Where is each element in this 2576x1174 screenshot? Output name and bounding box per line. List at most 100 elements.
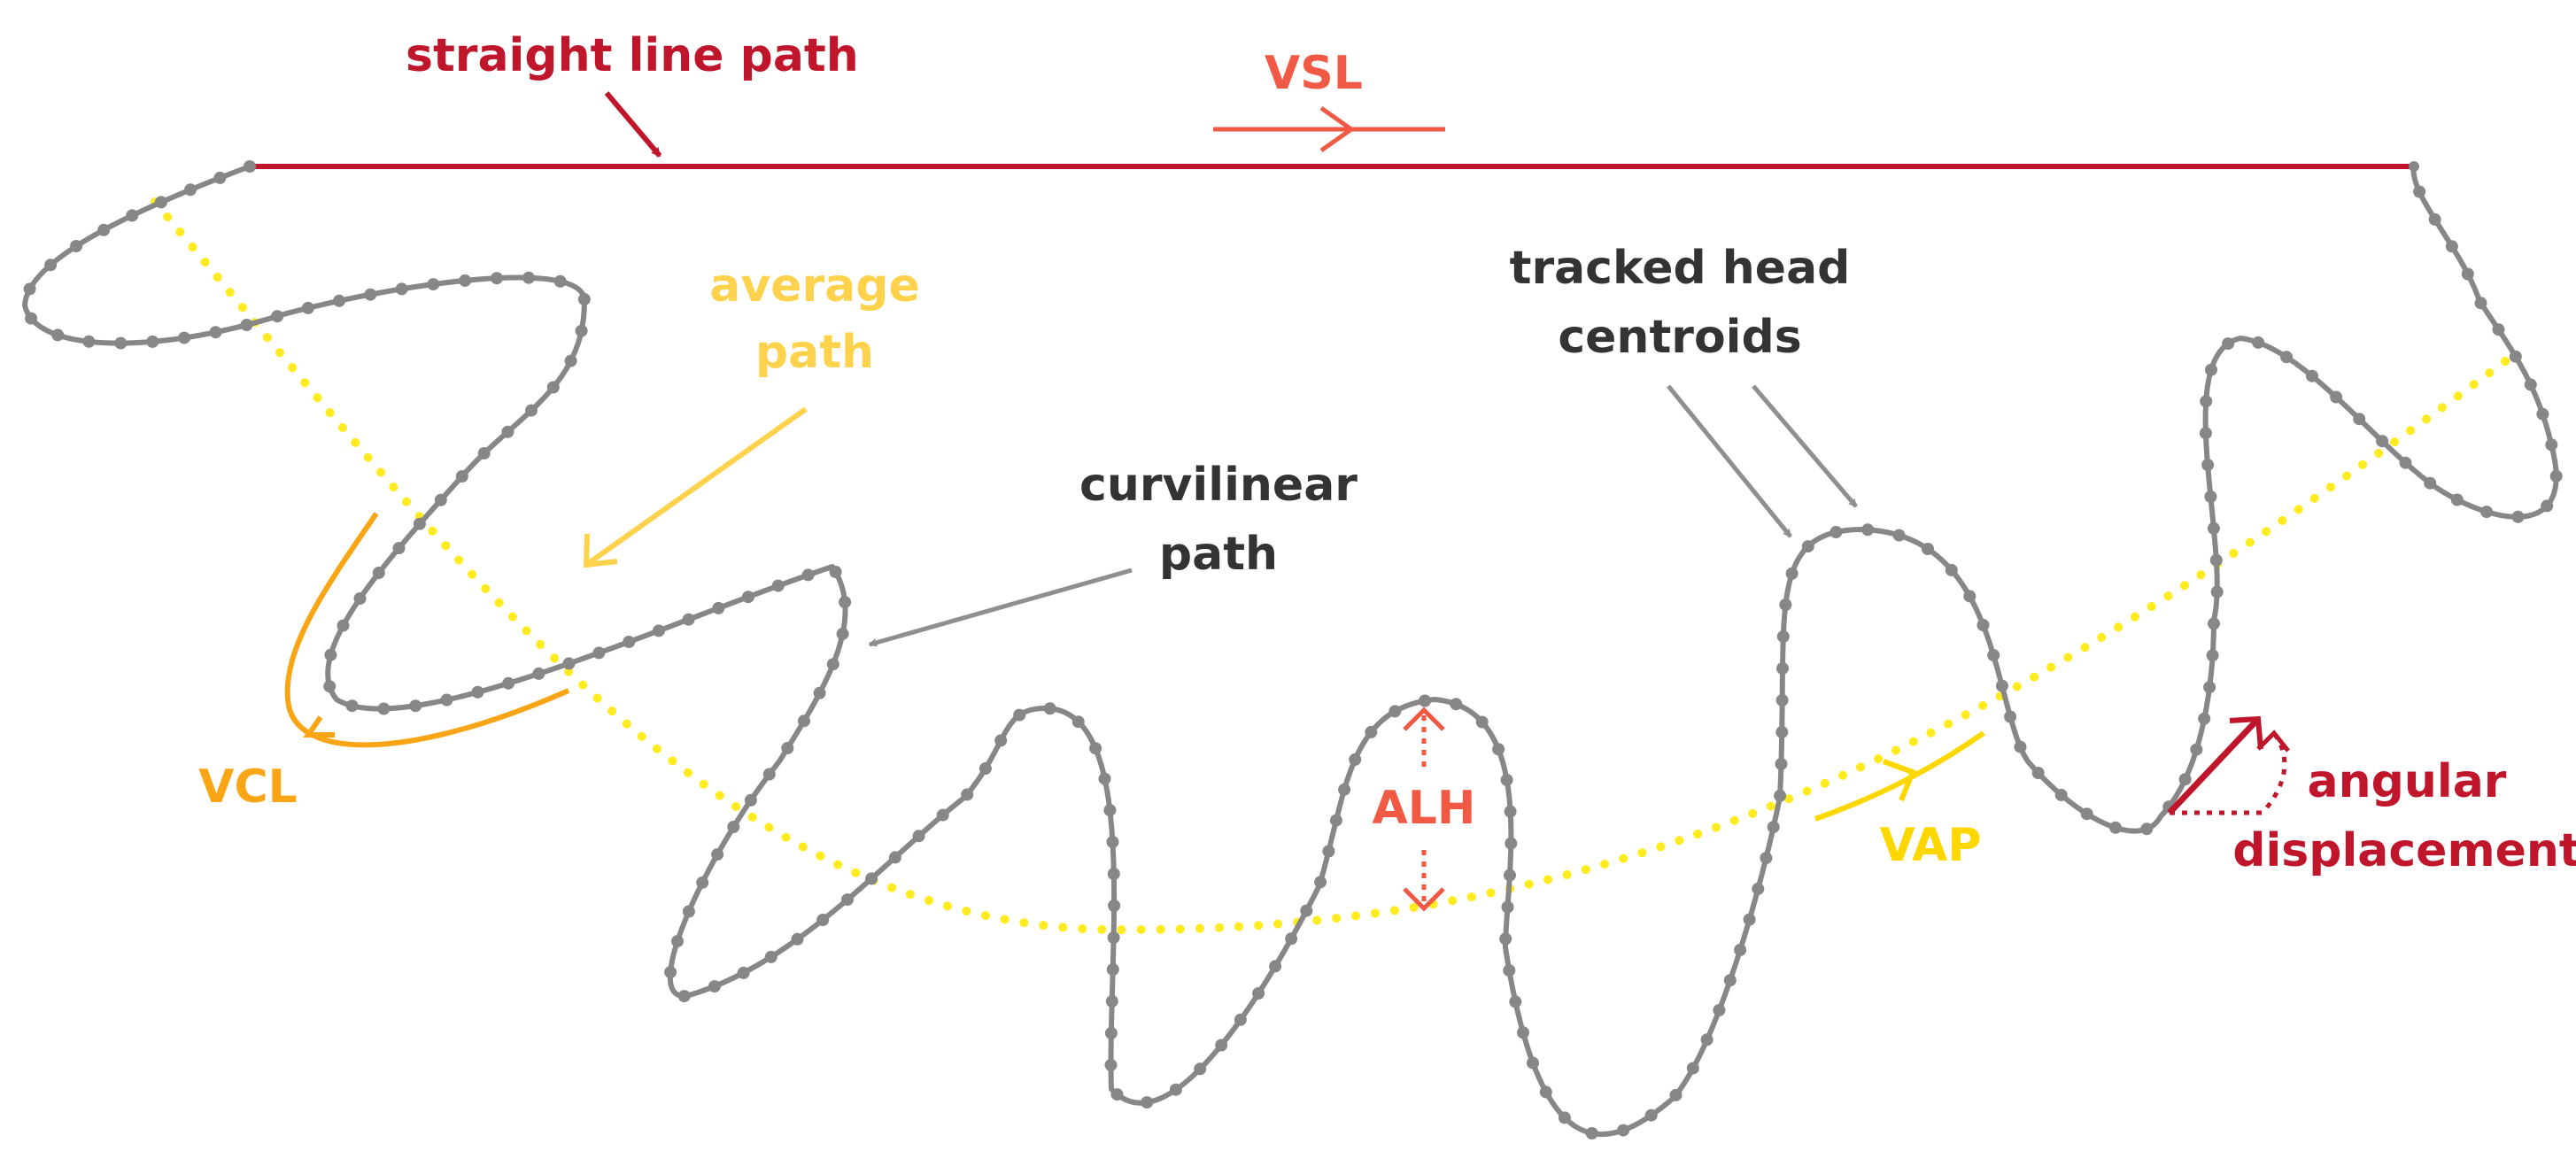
tracked-head-centroid-dot	[522, 271, 535, 284]
tracked-head-centroid-dot	[1945, 563, 1958, 576]
tracked-head-centroid-dot	[2140, 823, 2154, 836]
tracked-head-centroid-dot	[1501, 900, 1514, 914]
tracked-head-centroid-dot	[708, 980, 721, 993]
curvilinear-path-label-line2: path	[1159, 528, 1278, 581]
tracked-head-centroid-dot	[2536, 407, 2549, 421]
tracked-head-centroid-dot	[744, 793, 757, 807]
tracked-head-centroid-dot	[1517, 1026, 1529, 1039]
alh-arrowhead-down	[1403, 887, 1445, 912]
tracked-head-centroid-dot	[337, 619, 350, 632]
tracked-head-centroid-dot	[1108, 900, 1121, 912]
tracked-head-centroid-dot	[532, 667, 545, 680]
tracked-head-centroid-dot	[2199, 427, 2212, 440]
tracked-head-centroid-dot	[459, 274, 472, 287]
tracked-head-centroid-dot	[2200, 395, 2213, 408]
tracked-head-centroid-dot	[737, 966, 750, 979]
tracked-head-centroid-dot	[427, 278, 440, 291]
tracked-head-centroid-dot	[1104, 1058, 1118, 1071]
tracked-head-centroid-dot	[525, 404, 538, 417]
tracked-head-centroid-dots	[23, 160, 2563, 1139]
tracked-head-centroid-dot	[324, 648, 337, 661]
tracked-head-centroid-dot	[682, 613, 695, 626]
tracked-head-centroid-dot	[623, 636, 636, 648]
tracked-head-centroid-dot	[2190, 743, 2203, 756]
tracked-head-centroid-dot	[1215, 1039, 1228, 1052]
straight-line-path-label: straight line path	[406, 29, 859, 82]
tracked-head-centroid-dot	[1585, 1127, 1598, 1139]
tracked-head-centroid-dot	[829, 566, 842, 578]
tracked-head-centroid-dot	[994, 734, 1008, 747]
tracked-head-centroid-dot	[912, 830, 925, 843]
tracked-head-centroid-dot	[23, 282, 36, 296]
tracked-head-centroid-dot	[2203, 681, 2216, 694]
tracked-head-centroid-dot	[353, 592, 367, 605]
tracked-head-centroid-dot	[888, 851, 901, 864]
tracked-head-centroid-dot	[2549, 469, 2563, 483]
tracked-head-centroid-dot	[2461, 267, 2474, 281]
tracked-head-centroid-dot	[1194, 1062, 1207, 1076]
alh-label: ALH	[1373, 782, 1476, 835]
angular-displacement-heading-arrowhead	[2229, 715, 2263, 750]
tracked-head-centroid-dot	[727, 821, 740, 833]
tracked-head-centroid-dot	[1723, 974, 1737, 987]
tracked-head-centroid-dot	[2208, 617, 2220, 630]
tracked-head-centroid-dot	[2424, 476, 2437, 490]
tracked-head-centroid-dot	[1775, 693, 1789, 707]
tracked-head-centroid-dot	[1106, 836, 1119, 848]
tracked-head-centroid-dot	[1110, 1088, 1124, 1101]
tracked-head-centroid-dot	[372, 567, 385, 579]
tracked-head-centroid-dot	[1539, 1085, 1552, 1099]
tracked-head-centroid-dot	[577, 293, 591, 305]
tracked-head-centroid-dot	[564, 354, 577, 367]
tracked-head-centroid-dot	[213, 171, 227, 184]
alh-arrowhead-up	[1403, 707, 1445, 731]
tracked-head-centroid-dot	[1252, 987, 1265, 1000]
tracked-head-centroid-dot	[1089, 742, 1102, 755]
tracked-head-centroid-dot	[178, 331, 190, 344]
tracked-head-centroid-dot	[301, 301, 314, 314]
tracked-head-centroid-dot	[2109, 821, 2122, 834]
tracked-head-centroid-dot	[1617, 1124, 1630, 1137]
tracked-head-centroid-dot	[1071, 715, 1085, 729]
tracked-head-centroid-dot	[1098, 772, 1111, 785]
curvilinear-path-label-line1: curvilinear	[1079, 459, 1358, 512]
tracked-head-centroid-dot	[1504, 805, 1517, 818]
tracked-head-centroid-dot	[2178, 773, 2192, 786]
tracked-head-centroid-dot	[455, 470, 468, 483]
tracked-head-centroid-dot	[1775, 757, 1788, 770]
tracked-head-centroid-dot	[345, 699, 359, 713]
tracked-head-centroid-dot	[44, 259, 58, 272]
tracked-head-centroid-dot	[546, 381, 560, 394]
tracked-head-centroid-dot	[501, 425, 514, 438]
curvilinear-path-pointer-arrow	[870, 568, 1133, 647]
tracked-head-centroid-dot	[392, 542, 406, 555]
vcl-curved-arrow	[284, 512, 570, 748]
tracked-head-centroid-dot	[798, 714, 810, 728]
tracked-head-centroid-dot	[2054, 788, 2068, 801]
tracked-head-centroid-dot	[1013, 708, 1026, 722]
tracked-head-centroid-dot	[2306, 369, 2318, 382]
tracked-head-centroid-dot	[114, 336, 128, 350]
tracked-head-centroid-dot	[1830, 526, 1843, 538]
tracked-head-centroid-dot	[1322, 845, 1335, 858]
tracked-head-centroid-dot	[671, 935, 684, 948]
vap-direction-line	[1814, 730, 1985, 822]
tracked-head-centroid-dot	[209, 326, 222, 339]
tracked-head-centroid-dot	[154, 196, 167, 209]
tracked-head-centroid-dot	[1801, 540, 1814, 553]
tracked-head-centroid-dot	[1686, 1062, 1699, 1075]
tracked-head-centroid-dot	[1106, 963, 1119, 976]
tracked-head-centroid-dot	[2204, 490, 2217, 503]
tracked-head-centroid-dot	[1105, 994, 1118, 1008]
tracked-head-centroid-dot	[2330, 390, 2343, 404]
tracked-head-centroid-dot	[2480, 506, 2494, 519]
curvilinear-path	[22, 164, 2559, 1138]
tracked-head-centroid-dot	[2031, 767, 2045, 779]
tracked-head-centroid-dot	[51, 328, 65, 342]
tracked-head-centroid-dot	[126, 209, 139, 222]
tracked-head-centroid-dot	[502, 676, 515, 690]
tracked-head-centroid-dot	[2080, 807, 2093, 821]
tracked-head-centroid-dot	[1509, 995, 1522, 1008]
tracked-head-centroid-dot	[652, 624, 665, 637]
tracked-head-centroid-dot	[477, 447, 491, 460]
